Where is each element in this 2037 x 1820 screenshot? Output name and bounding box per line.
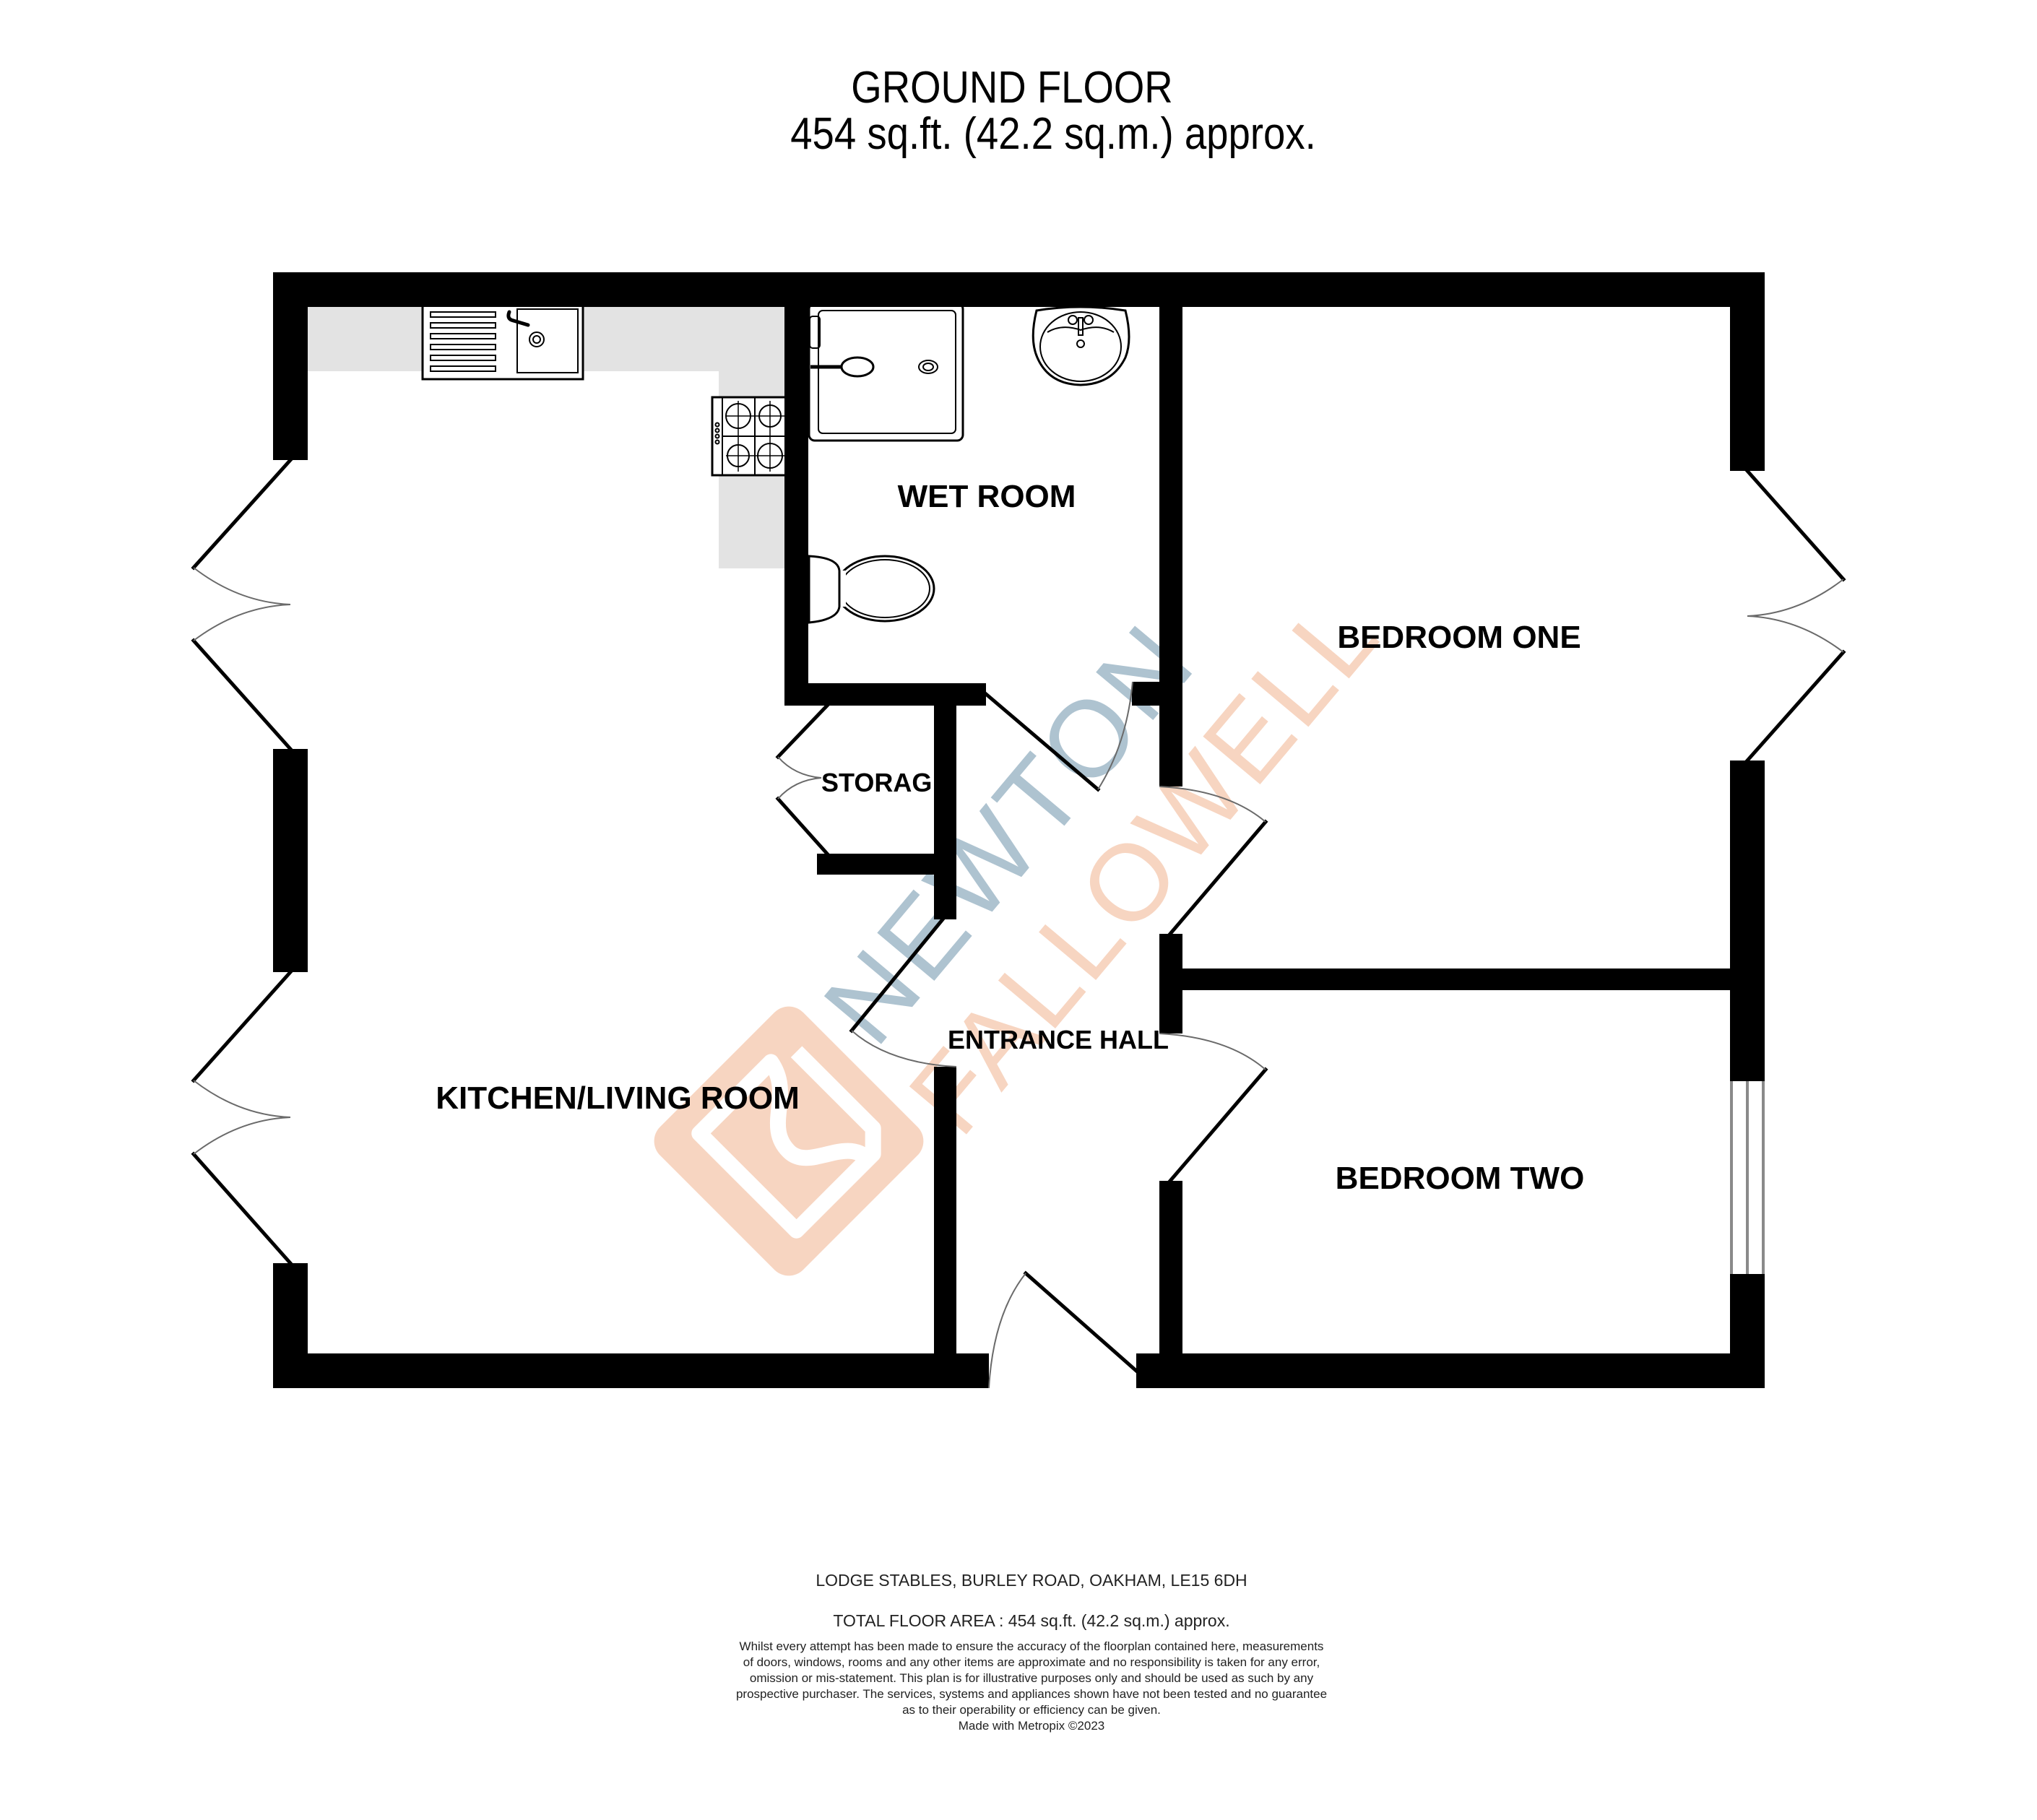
sink-icon	[421, 303, 584, 381]
floor-name: GROUND FLOOR	[851, 63, 1172, 113]
footer-address: LODGE STABLES, BURLEY ROAD, OAKHAM, LE15…	[816, 1571, 1247, 1590]
room-label-wet-room: WET ROOM	[898, 479, 1076, 514]
toilet-icon	[808, 555, 935, 624]
wall-hall-right-lower	[1159, 1181, 1182, 1388]
room-label-kitchen: KITCHEN/LIVING ROOM	[436, 1080, 800, 1116]
footer-disclaimer-line: as to their operability or efficiency ca…	[902, 1703, 1161, 1717]
room-label-storage: STORAG	[821, 768, 932, 797]
hob-icon	[711, 396, 789, 477]
wall-wetroom-bottom-stub	[1132, 682, 1159, 706]
walls	[273, 272, 1765, 1388]
wall-bottom-left	[273, 1353, 989, 1388]
wall-bottom-right	[1136, 1353, 1765, 1388]
wall-right-1	[1730, 272, 1765, 471]
door-bedroom-one-right	[1744, 468, 1846, 763]
window-bedroom-two	[1730, 1081, 1765, 1274]
wall-wetroom-left	[784, 272, 808, 706]
footer-disclaimer-line: prospective purchaser. The services, sys…	[736, 1687, 1327, 1701]
wall-top	[273, 272, 1765, 307]
wall-storage-bottom	[817, 854, 935, 875]
wall-left-2	[273, 749, 308, 972]
plan-footer: LODGE STABLES, BURLEY ROAD, OAKHAM, LE15…	[736, 1571, 1327, 1733]
shower-tray-icon	[808, 302, 964, 442]
room-labels: KITCHEN/LIVING ROOM WET ROOM STORAG ENTR…	[436, 479, 1584, 1196]
door-kitchen-left-upper	[191, 457, 293, 752]
wall-hall-left-lower	[934, 1067, 956, 1388]
door-storage	[775, 703, 830, 857]
wall-right-3	[1730, 1274, 1765, 1388]
wall-hall-left-upper	[934, 683, 956, 919]
doors	[191, 457, 1846, 1389]
wall-hall-right-mid	[1159, 934, 1182, 1034]
wall-right-2	[1730, 760, 1765, 1081]
plan-header: GROUND FLOOR 454 sq.ft. (42.2 sq.m.) app…	[790, 63, 1316, 159]
footer-credit: Made with Metropix ©2023	[959, 1719, 1104, 1733]
footer-disclaimer-line: omission or mis-statement. This plan is …	[750, 1671, 1314, 1685]
footer-disclaimer-line: of doors, windows, rooms and any other i…	[743, 1655, 1320, 1669]
footer-total-area: TOTAL FLOOR AREA : 454 sq.ft. (42.2 sq.m…	[833, 1611, 1229, 1630]
door-bedroom-two	[1159, 1033, 1268, 1184]
door-front-entrance	[988, 1270, 1139, 1389]
room-label-bedroom-one: BEDROOM ONE	[1337, 620, 1580, 655]
watermark-logo-icon	[654, 1006, 924, 1276]
door-kitchen-left-lower	[191, 969, 293, 1266]
door-wet-room	[983, 681, 1133, 792]
door-kitchen-internal	[849, 916, 957, 1067]
wall-bedroom-divider	[1182, 968, 1765, 990]
footer-disclaimer-line: Whilst every attempt has been made to en…	[740, 1639, 1324, 1653]
floor-area: 454 sq.ft. (42.2 sq.m.) approx.	[790, 109, 1316, 159]
wash-basin-icon	[1032, 306, 1130, 386]
wall-left-1	[273, 272, 308, 460]
room-label-bedroom-two: BEDROOM TWO	[1336, 1161, 1585, 1196]
room-label-entrance-hall: ENTRANCE HALL	[948, 1025, 1169, 1054]
door-bedroom-one	[1159, 786, 1268, 937]
wall-bedroom-one-left	[1159, 272, 1182, 786]
watermark: NEWTON FALLOWELL	[654, 573, 1401, 1276]
